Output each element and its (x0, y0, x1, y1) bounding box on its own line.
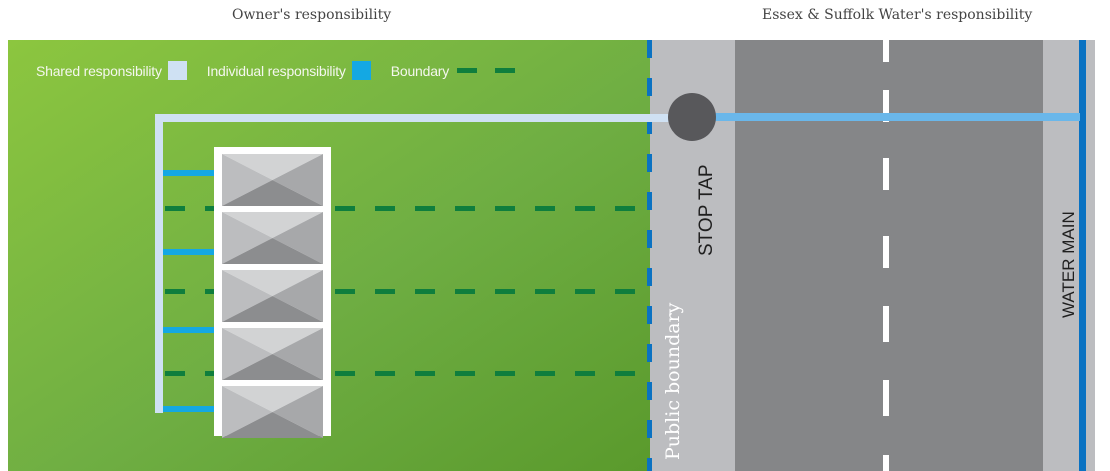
unit-facet (272, 212, 323, 264)
public-boundary-line (647, 40, 652, 471)
unit-facet (272, 270, 323, 322)
unit-5 (222, 386, 323, 438)
road-centre-line (883, 40, 889, 471)
individual-pipes (163, 170, 220, 412)
unit-facet (222, 296, 323, 322)
owner-responsibility-heading: Owner's responsibility (232, 7, 392, 23)
unit-facet (222, 238, 323, 264)
water-main-label: WATER MAIN (1059, 211, 1078, 318)
unit-facet (222, 328, 323, 354)
unit-4 (222, 328, 323, 380)
unit-facet (222, 180, 323, 206)
legend-individual: Individual responsibility (207, 61, 371, 80)
unit-facet (272, 328, 323, 380)
unit-1 (222, 154, 323, 206)
public-boundary-label: Public boundary (662, 302, 684, 460)
unit-2 (222, 212, 323, 264)
unit-facet (222, 154, 273, 206)
unit-facet (222, 328, 273, 380)
stop-tap-label: STOP TAP (696, 164, 717, 256)
legend-boundary-label: Boundary (390, 62, 450, 79)
unit-facet (272, 386, 323, 438)
unit-boundaries (165, 206, 635, 376)
water-main-pipe (1079, 40, 1086, 471)
legend-shared: Shared responsibility (36, 61, 187, 80)
individual-swatch (351, 61, 371, 80)
company-responsibility-heading: Essex & Suffolk Water's responsibility (762, 7, 1033, 23)
unit-facet (222, 270, 273, 322)
pavement-right (1043, 40, 1095, 471)
unit-facet (222, 212, 273, 264)
boundary-swatch (457, 61, 516, 80)
shared-pipe (155, 114, 690, 413)
legend-individual-label: Individual responsibility (206, 62, 346, 79)
building-units (222, 154, 323, 438)
legend: Shared responsibility Individual respons… (36, 61, 535, 80)
legend-boundary: Boundary (390, 61, 516, 80)
supply-pipe (712, 113, 1080, 121)
unit-facet (222, 412, 323, 438)
unit-facet (222, 386, 273, 438)
shared-swatch (167, 61, 187, 80)
stop-tap (668, 93, 716, 141)
unit-facet (222, 270, 323, 296)
unit-facet (222, 386, 323, 412)
unit-3 (222, 270, 323, 322)
unit-facet (272, 154, 323, 206)
unit-facet (222, 154, 323, 180)
legend-shared-label: Shared responsibility (36, 62, 162, 79)
unit-facet (222, 354, 323, 380)
unit-facet (222, 212, 323, 238)
